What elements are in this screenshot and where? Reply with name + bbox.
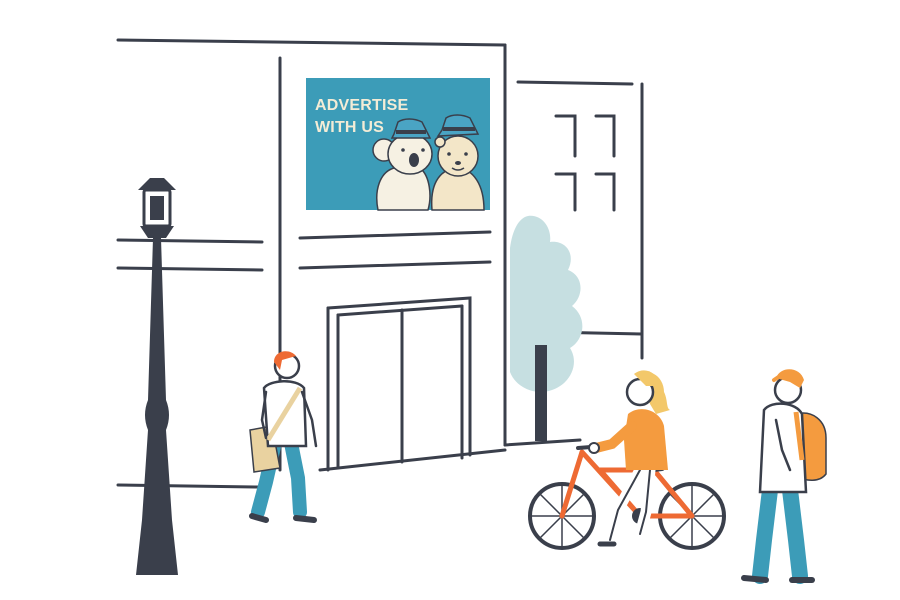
side-building	[516, 80, 644, 360]
billboard-line-2: WITH US	[315, 119, 384, 136]
polar-bear-icon	[430, 114, 485, 211]
main-building	[116, 38, 582, 489]
pedestrian-with-bag	[249, 351, 318, 523]
street-lamp-icon	[136, 178, 178, 575]
tree-icon	[510, 215, 583, 441]
billboard: ADVERTISE WITH US	[306, 78, 490, 211]
pedestrian-with-backpack	[741, 369, 827, 584]
cyclist	[588, 370, 670, 547]
billboard-line-1: ADVERTISE	[315, 97, 408, 114]
entrance-doors	[326, 296, 472, 472]
koala-icon	[372, 118, 433, 211]
